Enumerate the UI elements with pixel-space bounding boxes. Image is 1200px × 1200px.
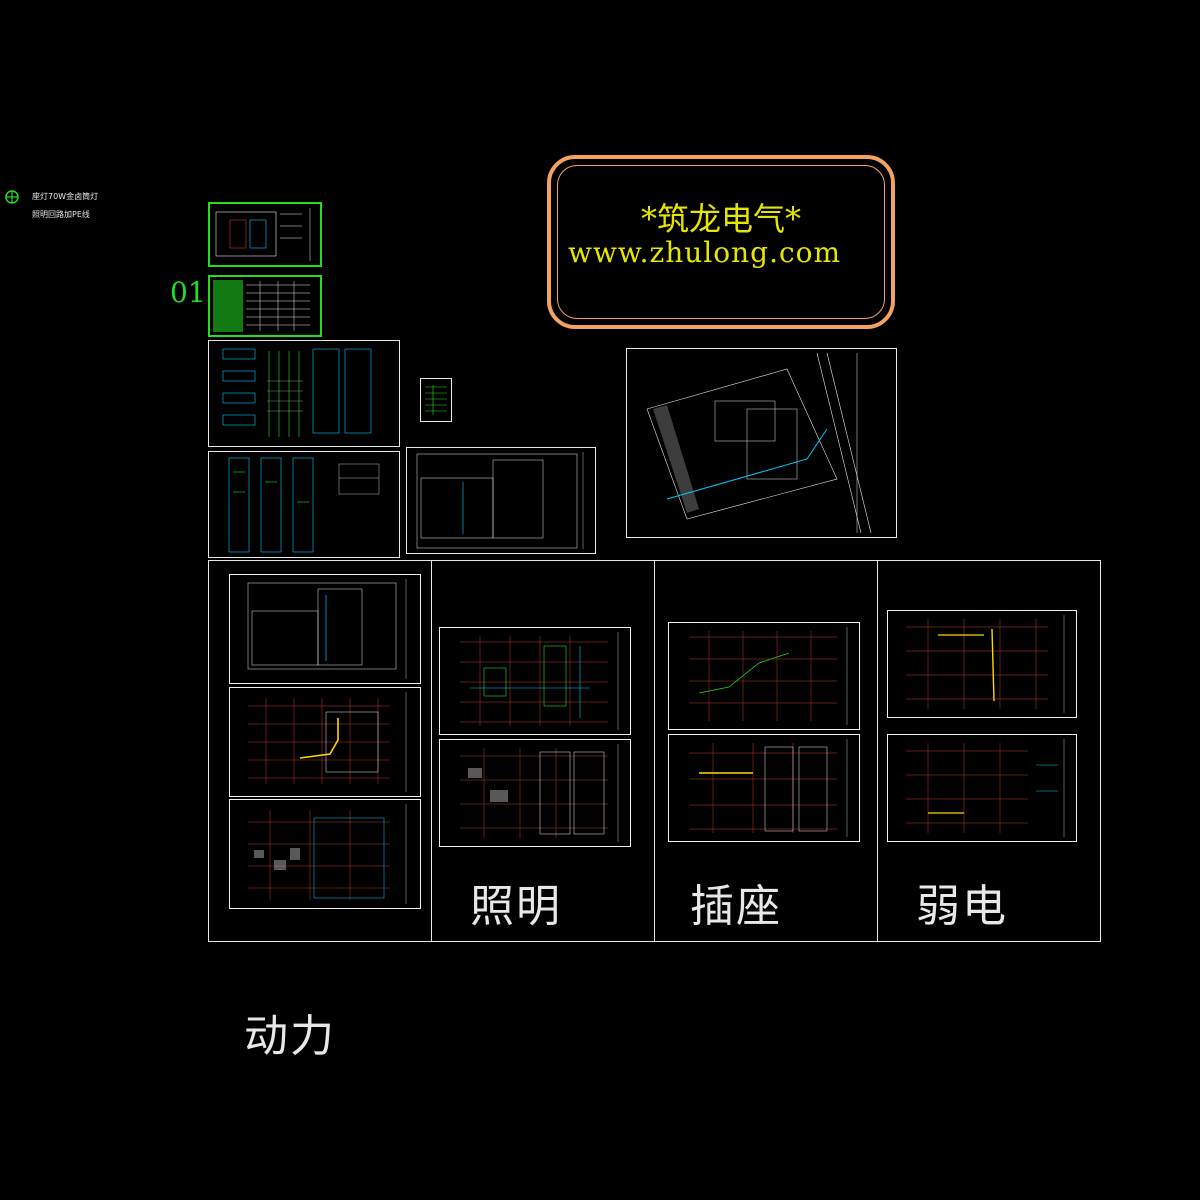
sheet-system-diagram-2 — [208, 451, 400, 558]
category-label-socket: 插座 — [690, 881, 782, 932]
sheet-green-1-drawing — [215, 208, 311, 261]
sheet-site-plan — [626, 348, 897, 538]
power-plan-1 — [229, 574, 421, 684]
lighting-plan-2 — [439, 739, 631, 847]
weak-current-plan-1 — [887, 610, 1077, 718]
system-diagram-1-drawing — [222, 348, 372, 437]
group-divider-3 — [877, 560, 878, 942]
small-table-drawing — [425, 385, 447, 415]
weak-current-plan-2 — [887, 734, 1077, 842]
index-label: 01 — [170, 276, 206, 309]
legend-line-2: 照明回路加PE线 — [32, 210, 90, 219]
lighting-plan-1 — [439, 627, 631, 735]
system-diagram-2-drawing — [228, 457, 380, 553]
category-label-weak-current: 弱电 — [916, 881, 1008, 932]
group-divider-2 — [654, 560, 655, 942]
power-plan-2 — [229, 687, 421, 797]
category-label-lighting: 照明 — [470, 881, 562, 932]
sheet-small-table — [420, 378, 452, 422]
socket-plan-2 — [668, 734, 860, 842]
legend-line-1: 座灯70W金卤筒灯 — [32, 192, 99, 201]
group-divider-1 — [431, 560, 432, 942]
sheet-green-2 — [208, 275, 322, 337]
sheet-green-1 — [208, 202, 322, 267]
watermark-title: *筑龙电气* — [640, 200, 801, 238]
watermark-url: www.zhulong.com — [568, 236, 842, 269]
roof-plan-drawing — [416, 452, 584, 549]
sheet-system-diagram-1 — [208, 340, 400, 447]
socket-plan-1 — [668, 622, 860, 730]
watermark-frame — [547, 155, 895, 329]
category-label-power: 动力 — [244, 1011, 336, 1062]
legend-symbol-icon — [4, 189, 20, 205]
power-plan-3 — [229, 799, 421, 909]
sheet-green-2-drawing — [213, 280, 310, 332]
sheet-roof-plan — [406, 447, 596, 554]
site-plan-drawing — [646, 352, 872, 534]
